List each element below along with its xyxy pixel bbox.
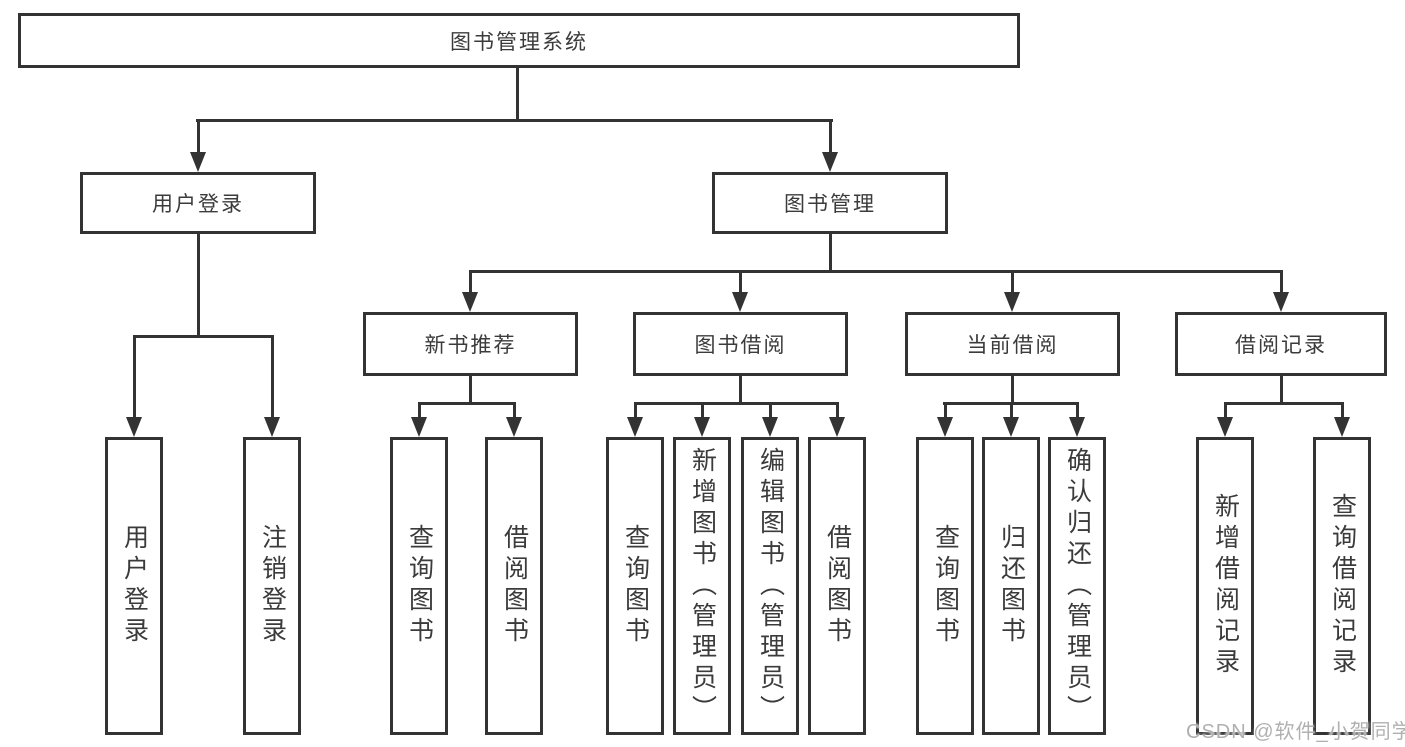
connector-line (513, 402, 516, 419)
leaf-confirm-return-admin: 确认归还（管理员） (1048, 437, 1106, 735)
leaf-add-borrow-record: 新增借阅记录 (1196, 437, 1254, 735)
connector-line (769, 402, 772, 419)
leaf-label: 查询图书 (931, 524, 960, 648)
connector-line (469, 375, 472, 404)
connector-arrowhead (937, 417, 953, 437)
connector-arrowhead (411, 417, 427, 437)
connector-line (739, 375, 742, 404)
leaf-return-book: 归还图书 (982, 437, 1040, 735)
connector-line (1010, 402, 1013, 419)
connector-line (1224, 402, 1344, 405)
leaf-label: 借阅图书 (823, 524, 852, 648)
connector-arrowhead (190, 152, 206, 172)
connector-arrowhead (506, 417, 522, 437)
connector-line (829, 119, 832, 154)
node-label: 用户登录 (152, 193, 244, 216)
leaf-label: 新增借阅记录 (1211, 493, 1240, 679)
leaf-logout-login: 注销登录 (243, 437, 301, 735)
leaf-query-books: 查询图书 (606, 437, 664, 735)
connector-line (634, 402, 839, 405)
connector-arrowhead (762, 417, 778, 437)
leaf-label: 查询图书 (405, 524, 434, 648)
connector-line (197, 119, 200, 154)
connector-line (701, 402, 704, 419)
leaf-user-login: 用户登录 (105, 437, 163, 735)
connector-line (836, 402, 839, 419)
node-label: 图书借阅 (694, 334, 787, 357)
connector-line (469, 270, 1283, 273)
leaf-label: 借阅图书 (500, 524, 529, 648)
leaf-label: 归还图书 (997, 524, 1026, 648)
connector-arrowhead (822, 152, 838, 172)
node-book-borrow: 图书借阅 (633, 312, 848, 376)
connector-arrowhead (1004, 292, 1020, 312)
connector-line (1011, 375, 1014, 404)
connector-line (418, 402, 516, 405)
node-label: 图书管理 (784, 193, 876, 216)
node-root-label: 图书管理系统 (450, 30, 588, 54)
connector-arrowhead (1217, 417, 1233, 437)
connector-line (1280, 375, 1283, 404)
connector-line (739, 270, 742, 294)
connector-arrowhead (627, 417, 643, 437)
leaf-query-books: 查询图书 (916, 437, 974, 735)
connector-line (1280, 270, 1283, 294)
connector-arrowhead (1069, 417, 1085, 437)
connector-line (469, 270, 472, 294)
leaf-label: 编辑图书（管理员） (756, 446, 785, 726)
leaf-query-borrow-record: 查询借阅记录 (1313, 437, 1371, 735)
node-root: 图书管理系统 (18, 13, 1020, 68)
connector-arrowhead (462, 292, 478, 312)
connector-line (1076, 402, 1079, 419)
connector-line (271, 335, 274, 419)
leaf-label: 注销登录 (258, 524, 287, 648)
connector-line (829, 233, 832, 272)
connector-line (516, 67, 519, 121)
leaf-add-book-admin: 新增图书（管理员） (673, 437, 731, 735)
connector-line (196, 119, 833, 122)
leaf-label: 新增图书（管理员） (688, 446, 717, 726)
node-label: 借阅记录 (1235, 334, 1327, 357)
leaf-label: 查询借阅记录 (1328, 493, 1357, 679)
node-new-book-recommend: 新书推荐 (363, 312, 578, 376)
connector-line (418, 402, 421, 419)
leaf-borrow-books: 借阅图书 (808, 437, 866, 735)
connector-line (133, 335, 136, 419)
connector-arrowhead (126, 417, 142, 437)
node-borrow-records: 借阅记录 (1175, 312, 1387, 376)
connector-line (634, 402, 637, 419)
leaf-label: 确认归还（管理员） (1063, 446, 1092, 726)
leaf-query-books: 查询图书 (390, 437, 448, 735)
connector-line (197, 233, 200, 337)
node-label: 当前借阅 (966, 334, 1059, 357)
connector-line (1341, 402, 1344, 419)
connector-line (1011, 270, 1014, 294)
connector-line (944, 402, 947, 419)
connector-arrowhead (1003, 417, 1019, 437)
leaf-edit-book-admin: 编辑图书（管理员） (741, 437, 799, 735)
connector-arrowhead (1334, 417, 1350, 437)
watermark: CSDN @软件_小贺同学 (1186, 721, 1405, 743)
node-book-mgmt: 图书管理 (712, 172, 948, 234)
leaf-borrow-books: 借阅图书 (485, 437, 543, 735)
connector-line (133, 335, 274, 338)
connector-arrowhead (1273, 292, 1289, 312)
connector-arrowhead (829, 417, 845, 437)
leaf-label: 查询图书 (621, 524, 650, 648)
node-label: 新书推荐 (424, 334, 517, 357)
node-user-login: 用户登录 (80, 172, 316, 234)
connector-arrowhead (264, 417, 280, 437)
connector-line (1224, 402, 1227, 419)
leaf-label: 用户登录 (120, 524, 149, 648)
node-current-borrow: 当前借阅 (905, 312, 1120, 376)
connector-arrowhead (694, 417, 710, 437)
connector-arrowhead (732, 292, 748, 312)
